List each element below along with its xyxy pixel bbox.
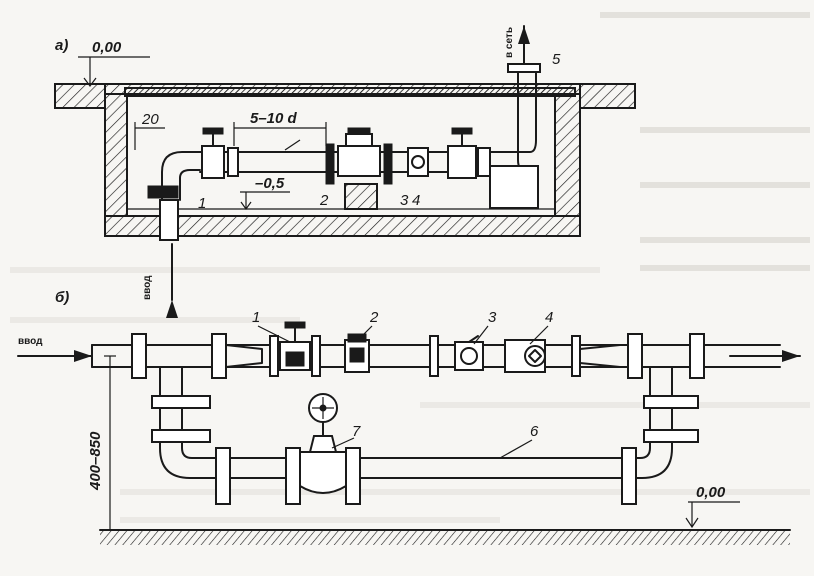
fig-a-part-3: 3 — [400, 192, 409, 209]
dim-span-text: 5–10 d — [250, 110, 298, 127]
fig-a-level-mark: 0,00 — [78, 39, 150, 87]
fig-b-part-4: 4 — [545, 309, 553, 326]
bottom-flange-2 — [285, 447, 301, 505]
bottom-flange-4 — [621, 447, 637, 505]
bypass-flange-r1 — [643, 395, 699, 409]
fig-a-inlet-text: ввод — [142, 275, 153, 300]
outlet-cap — [507, 63, 541, 73]
slab-left — [54, 83, 106, 109]
cover-insulation — [124, 87, 576, 97]
fig-b-inlet-text: ввод — [18, 336, 43, 347]
bottom-flange-1 — [215, 447, 231, 505]
valve-3 — [407, 147, 429, 177]
pit-wall-right — [554, 93, 581, 217]
gate-valve-7 — [299, 393, 347, 494]
bypass-flange-l2 — [151, 429, 211, 443]
fig-b-part-3: 3 — [488, 309, 497, 326]
fig-b-valve-3 — [454, 335, 484, 371]
fig-b-height-text: 400–850 — [87, 431, 104, 491]
slab-right — [579, 83, 636, 109]
meter-support — [344, 183, 378, 210]
fig-a-level-text: 0,00 — [92, 39, 122, 56]
fig-b-part-7: 7 — [352, 423, 361, 440]
fig-a-label: а) — [55, 37, 68, 54]
background-text-lines — [10, 12, 810, 523]
bypass-flange-r2 — [643, 429, 699, 443]
figure-b: б) ввод — [17, 289, 801, 545]
fig-b-part-2: 2 — [369, 309, 379, 326]
riser-flange — [147, 185, 179, 199]
ground-hatch — [100, 531, 790, 545]
fig-b-valve-1 — [279, 321, 311, 371]
valve-1 — [201, 127, 239, 179]
fig-a-part-2: 2 — [319, 192, 329, 209]
fig-b-part-1: 1 — [252, 309, 260, 326]
figure-a: а) 0,00 ввод — [54, 25, 636, 318]
fig-b-valve-4 — [504, 339, 546, 373]
reducer-left — [225, 344, 263, 368]
pit-wall-left — [104, 93, 128, 217]
bypass-flange-l1 — [151, 395, 211, 409]
level-low-text: –0,5 — [255, 175, 285, 192]
meter-2 — [337, 127, 393, 185]
fig-b-meter-2 — [344, 333, 370, 373]
pit-floor — [104, 215, 581, 237]
dim-20-text: 20 — [141, 111, 159, 128]
valve-4 — [447, 127, 491, 179]
top-pipe-flanges — [131, 333, 705, 379]
inlet-sleeve — [159, 199, 179, 241]
reducer-right — [579, 344, 621, 368]
fig-a-part-5: 5 — [552, 51, 561, 68]
bottom-flange-3 — [345, 447, 361, 505]
flange-a — [325, 143, 335, 185]
fig-b-part-6: 6 — [530, 423, 539, 440]
fig-a-to-network-text: в сеть — [504, 27, 515, 58]
outlet-box — [489, 165, 539, 209]
fig-a-part-4: 4 — [412, 192, 420, 209]
fig-b-label: б) — [55, 289, 69, 306]
fig-b-level-text: 0,00 — [696, 484, 726, 501]
fig-a-part-1: 1 — [198, 195, 206, 212]
